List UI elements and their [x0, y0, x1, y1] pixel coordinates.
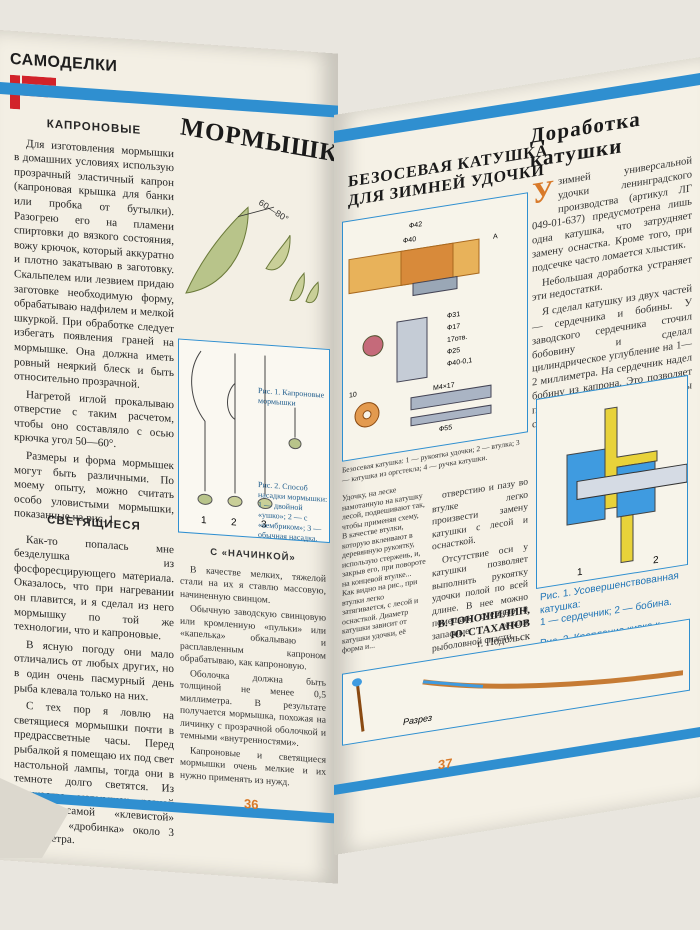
- dim-label: Ф31: [447, 311, 460, 320]
- paragraph: Для изготовления мормышки в домашних усл…: [14, 137, 174, 391]
- dim-label: 17отв.: [447, 334, 467, 344]
- drop-cap: У: [532, 174, 555, 211]
- reel-left-column: Удочку, на леске намотанную на катушку л…: [342, 480, 426, 655]
- dim-label: Ф40: [403, 236, 416, 245]
- dim-label: Ф42: [409, 221, 422, 230]
- paragraph: Как видно на рис., при втулки легко затя…: [342, 576, 419, 655]
- fig-num-1: 1: [201, 515, 207, 526]
- fig-num-3: 3: [261, 519, 267, 530]
- rod-tip-figure: Разрез: [342, 618, 690, 746]
- jigs-drawing: 60—80°: [185, 197, 319, 303]
- paragraph: Нагретой иглой прокалываю отверстие с та…: [14, 388, 174, 451]
- fig-num-2: 2: [231, 517, 237, 528]
- cross-section-drawing: 1 2: [566, 406, 688, 579]
- attachment-drawing: 1 2 3: [191, 350, 302, 531]
- figure-attachment: 1 2 3: [178, 338, 330, 544]
- reel-cross-section: 1 2: [536, 374, 688, 590]
- paragraph: В ясную погоду они мало отличались от лю…: [14, 638, 174, 703]
- right-page: БЕЗОСЕВАЯ КАТУШКА ДЛЯ ЗИМНЕЙ УДОЧКИ Дора…: [334, 57, 700, 855]
- dim-label: 10: [349, 391, 357, 399]
- page-number: 36: [244, 796, 259, 813]
- dim-label: М4×17: [433, 382, 455, 392]
- page-number: 37: [438, 755, 453, 773]
- fig-num-1: 1: [577, 567, 583, 579]
- dim-label: Ф17: [447, 323, 460, 332]
- rod-tip-drawing: Разрез: [352, 670, 684, 732]
- dim-label: А: [493, 233, 498, 241]
- left-column-2: С «НАЧИНКОЙ» В качестве мелких, тяжелой …: [180, 543, 326, 794]
- technical-drawing: Ф42 Ф40 А Ф31 Ф17 17отв. Ф25 Ф40-0,1 М4×…: [342, 192, 528, 462]
- section-label: Разрез: [403, 713, 432, 728]
- paragraph: Как-то попалась мне безделушка из фосфор…: [14, 533, 174, 643]
- left-column-1: КАПРОНОВЫЕ Для изготовления мормышки в д…: [14, 113, 174, 535]
- dim-label: Ф55: [439, 424, 452, 433]
- figure-2-caption: Рис. 2. Способ насадки мормышки: 1 — дво…: [258, 480, 328, 544]
- reel-drawing: Ф42 Ф40 А Ф31 Ф17 17отв. Ф25 Ф40-0,1 М4×…: [348, 221, 498, 433]
- dim-label: Ф40-0,1: [447, 357, 472, 368]
- dim-label: Ф25: [447, 347, 460, 356]
- left-page: САМОДЕЛКИ МОРМЫШКИ КАПРОНОВЫЕ Для изгото…: [0, 30, 338, 884]
- figure-jigs: 60—80°: [178, 172, 328, 342]
- paragraph: Обычную заводскую свинцовую или кромлени…: [180, 603, 326, 673]
- fig-num-2: 2: [653, 555, 659, 567]
- angle-label: 60—80°: [257, 197, 291, 224]
- paragraph: Капроновые и светящиеся мормышки очень м…: [180, 744, 326, 788]
- section-title: МОРМЫШКИ: [179, 113, 338, 172]
- rubric-title: САМОДЕЛКИ: [10, 50, 118, 76]
- paragraph: Оболочка должна быть толщиной не менее 0…: [180, 667, 326, 749]
